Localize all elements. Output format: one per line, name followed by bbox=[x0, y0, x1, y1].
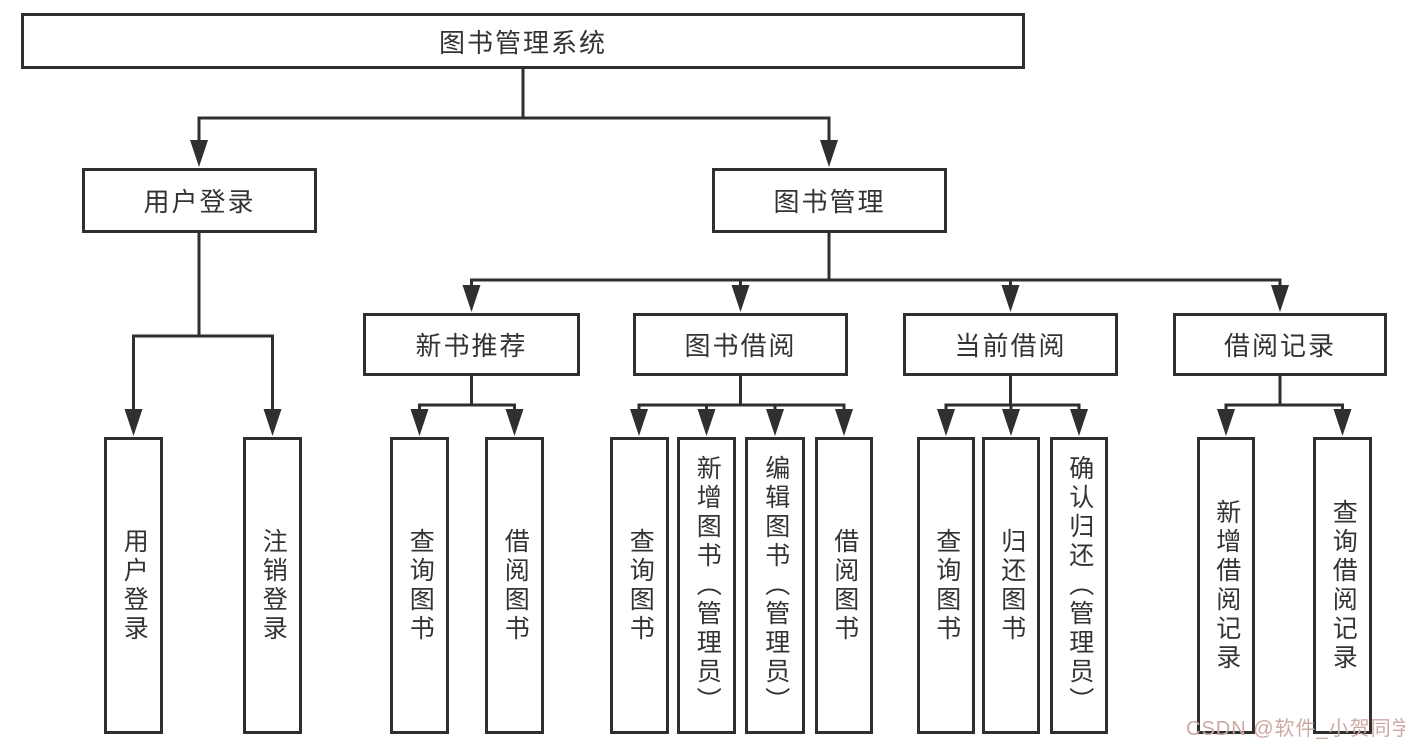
leaf-add-borrow-record: 新增借阅记录 bbox=[1197, 437, 1255, 734]
leaf-query-books-borrow: 查询图书 bbox=[610, 437, 669, 734]
node-borrow-record: 借阅记录 bbox=[1173, 313, 1387, 376]
leaf-borrow-books-recommend: 借阅图书 bbox=[485, 437, 544, 734]
leaf-label: 查询借阅记录 bbox=[1329, 498, 1358, 673]
node-label: 当前借阅 bbox=[954, 331, 1067, 361]
leaf-logout: 注销登录 bbox=[243, 437, 302, 734]
leaf-query-books-current: 查询图书 bbox=[917, 437, 975, 734]
leaf-label: 借阅图书 bbox=[830, 527, 859, 644]
leaf-add-books-admin: 新增图书（管理员） bbox=[677, 437, 736, 734]
leaf-label: 新增图书（管理员） bbox=[693, 455, 722, 716]
leaf-query-books-recommend: 查询图书 bbox=[390, 437, 449, 734]
node-label: 图书管理 bbox=[773, 187, 886, 217]
leaf-label: 用户登录 bbox=[120, 527, 149, 644]
node-label: 图书借阅 bbox=[684, 331, 797, 361]
leaf-borrow-books: 借阅图书 bbox=[815, 437, 873, 734]
leaf-label: 查询图书 bbox=[406, 527, 435, 644]
node-label: 用户登录 bbox=[143, 187, 256, 217]
leaf-label: 确认归还（管理员） bbox=[1065, 455, 1094, 716]
leaf-edit-books-admin: 编辑图书（管理员） bbox=[745, 437, 805, 734]
leaf-label: 借阅图书 bbox=[501, 527, 530, 644]
node-user-login: 用户登录 bbox=[82, 168, 317, 233]
node-book-management: 图书管理 bbox=[712, 168, 947, 233]
csdn-watermark: CSDN @软件_小贺同学 bbox=[1186, 718, 1405, 740]
leaf-label: 归还图书 bbox=[997, 527, 1026, 644]
node-label: 新书推荐 bbox=[415, 331, 528, 361]
node-label: 图书管理系统 bbox=[438, 27, 607, 58]
leaf-return-books: 归还图书 bbox=[982, 437, 1040, 734]
leaf-label: 查询图书 bbox=[932, 527, 961, 644]
node-root-system: 图书管理系统 bbox=[21, 13, 1025, 69]
leaf-user-login: 用户登录 bbox=[104, 437, 163, 734]
leaf-label: 注销登录 bbox=[259, 527, 288, 644]
leaf-label: 查询图书 bbox=[626, 527, 655, 644]
node-new-book-recommend: 新书推荐 bbox=[363, 313, 580, 376]
leaf-label: 新增借阅记录 bbox=[1212, 498, 1241, 673]
node-label: 借阅记录 bbox=[1223, 331, 1336, 361]
leaf-label: 编辑图书（管理员） bbox=[761, 455, 790, 716]
leaf-query-borrow-record: 查询借阅记录 bbox=[1313, 437, 1372, 734]
leaf-confirm-return-admin: 确认归还（管理员） bbox=[1050, 437, 1108, 734]
node-current-borrow: 当前借阅 bbox=[903, 313, 1118, 376]
node-book-borrow: 图书借阅 bbox=[633, 313, 848, 376]
